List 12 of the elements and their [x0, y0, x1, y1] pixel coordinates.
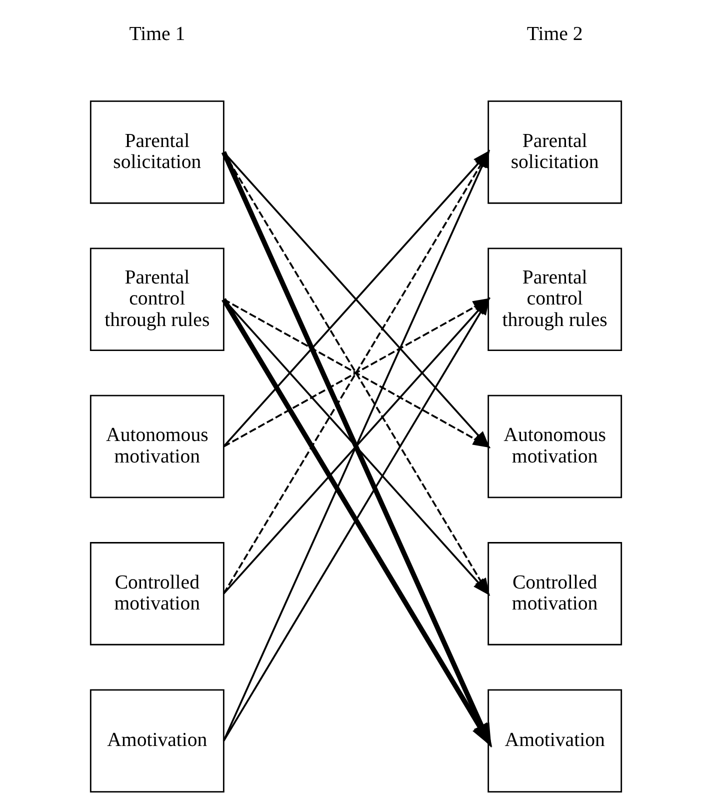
node-box: Controlled motivation	[90, 542, 224, 646]
node-box: Amotivation	[488, 689, 622, 793]
label: Time 2	[526, 22, 583, 45]
node-box: Amotivation	[90, 689, 224, 793]
node-box: Parental solicitation	[488, 100, 622, 204]
node-box: Autonomous motivation	[90, 394, 224, 498]
node-box: Parental control through rules	[488, 248, 622, 351]
node-box: Parental solicitation	[90, 100, 224, 204]
node-box: Parental control through rules	[90, 248, 224, 351]
node-box: Autonomous motivation	[488, 394, 622, 498]
node-box: Controlled motivation	[488, 542, 622, 646]
label: Time 1	[129, 22, 186, 45]
